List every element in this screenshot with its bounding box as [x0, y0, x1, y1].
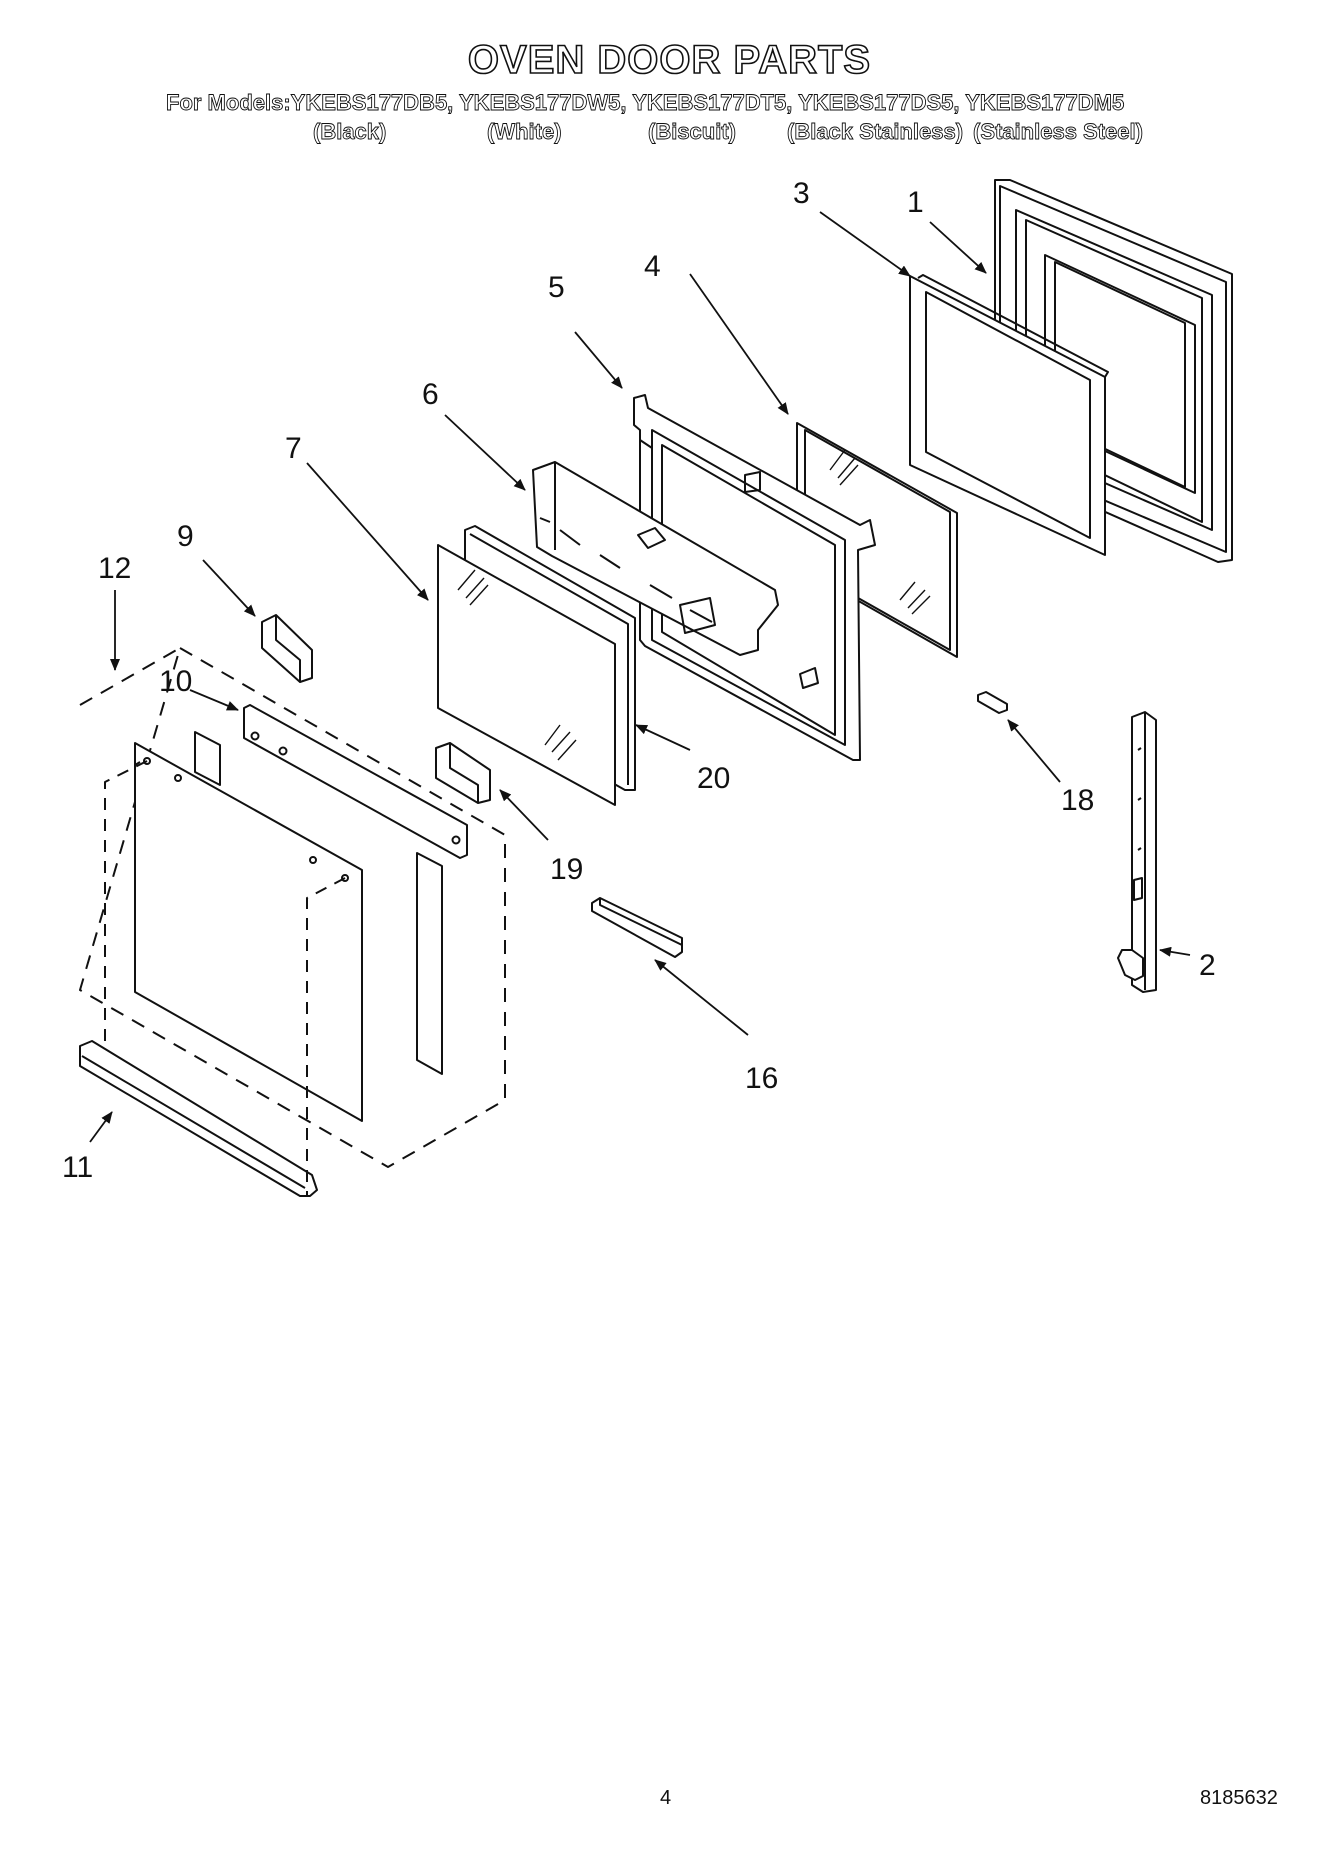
part-16-trim [591, 897, 683, 958]
part-10-strip [243, 704, 468, 859]
arrow-5 [574, 331, 623, 389]
page-title: OVEN DOOR PARTS [467, 37, 872, 83]
arrow-16 [654, 959, 749, 1036]
part-19-bracket [435, 742, 491, 804]
arrow-19 [499, 789, 549, 841]
finish-biscuit: (Biscuit) [648, 119, 737, 145]
callout-20: 20 [697, 762, 730, 795]
arrow-11 [89, 1111, 113, 1143]
part-12-outer-door-outline [79, 647, 506, 1168]
finish-white: (White) [487, 119, 562, 145]
callout-5: 5 [548, 271, 565, 304]
callout-18: 18 [1061, 784, 1094, 817]
callout-19: 19 [550, 853, 583, 886]
arrow-2 [1159, 946, 1191, 957]
leader-dashed-left [104, 760, 148, 1045]
callout-9: 9 [177, 520, 194, 553]
arrow-4 [689, 273, 789, 415]
part-9-bracket [261, 614, 313, 683]
callout-3: 3 [793, 177, 810, 210]
finish-black: (Black) [313, 119, 387, 145]
callout-1: 1 [907, 186, 924, 219]
part-18-clip [977, 691, 1008, 714]
callout-10: 10 [159, 665, 192, 698]
page-number: 4 [660, 1787, 672, 1809]
arrow-3 [819, 211, 911, 277]
arrow-1 [929, 221, 987, 274]
arrow-7 [306, 462, 429, 601]
callout-12: 12 [98, 552, 131, 585]
finish-stainless-steel: (Stainless Steel) [973, 119, 1144, 145]
doc-number: 8185632 [1200, 1787, 1278, 1809]
callout-6: 6 [422, 378, 439, 411]
part-3-door-frame [909, 274, 1109, 556]
part-2-hinge-channel [1117, 711, 1157, 993]
leader-dashed-right [306, 877, 346, 1195]
arrow-10 [189, 689, 239, 711]
models-line: For Models:YKEBS177DB5, YKEBS177DW5, YKE… [166, 90, 1125, 116]
arrow-6 [444, 414, 526, 491]
callout-11: 11 [62, 1151, 93, 1184]
part-12-door-panel [134, 731, 443, 1122]
part-11-bottom-trim [79, 1040, 318, 1197]
callout-7: 7 [285, 432, 302, 465]
arrow-20 [635, 724, 691, 751]
part-6-baffle [532, 461, 779, 656]
arrow-18 [1007, 719, 1061, 783]
arrow-9 [202, 559, 256, 617]
part-7-glass-front [437, 544, 616, 806]
callout-16: 16 [745, 1062, 778, 1095]
callout-2: 2 [1199, 949, 1216, 982]
finish-black-stainless: (Black Stainless) [787, 119, 964, 145]
callout-4: 4 [644, 250, 661, 283]
